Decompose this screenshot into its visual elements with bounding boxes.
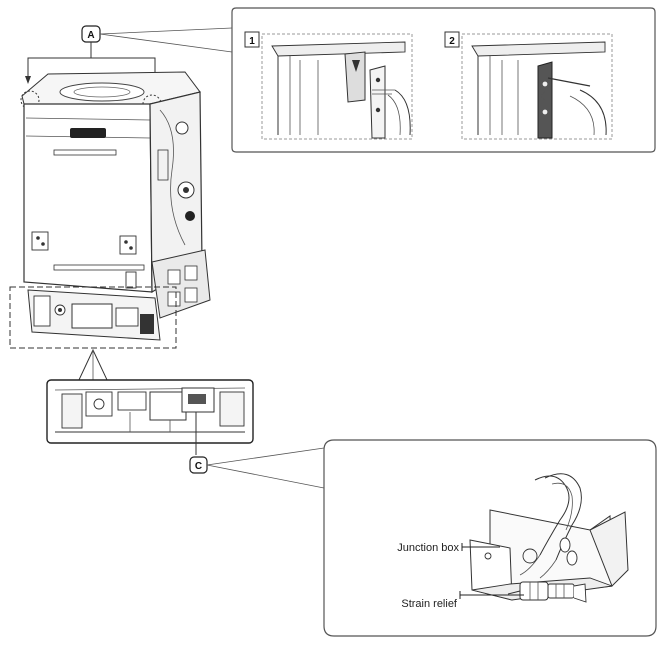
dishwasher-body	[9, 71, 211, 383]
strain-relief-fitting	[507, 581, 587, 603]
step-2-detail: 2	[444, 31, 613, 140]
step-1-number: 1	[249, 36, 255, 47]
detail-panel-brackets: 1 2	[231, 7, 656, 153]
callout-c: C	[189, 447, 325, 489]
callout-a: A	[25, 25, 233, 84]
base-inset	[46, 379, 254, 455]
strain-relief-label: Strain relief	[401, 598, 458, 610]
step-1-detail: 1	[244, 31, 413, 140]
junction-box-label: Junction box	[397, 542, 459, 554]
junction-box-drawing	[469, 473, 629, 603]
callout-c-label: C	[195, 461, 202, 472]
callout-a-label: A	[87, 30, 94, 41]
step-2-number: 2	[449, 36, 455, 47]
junction-box-panel: Junction box Strain relief	[323, 439, 657, 637]
